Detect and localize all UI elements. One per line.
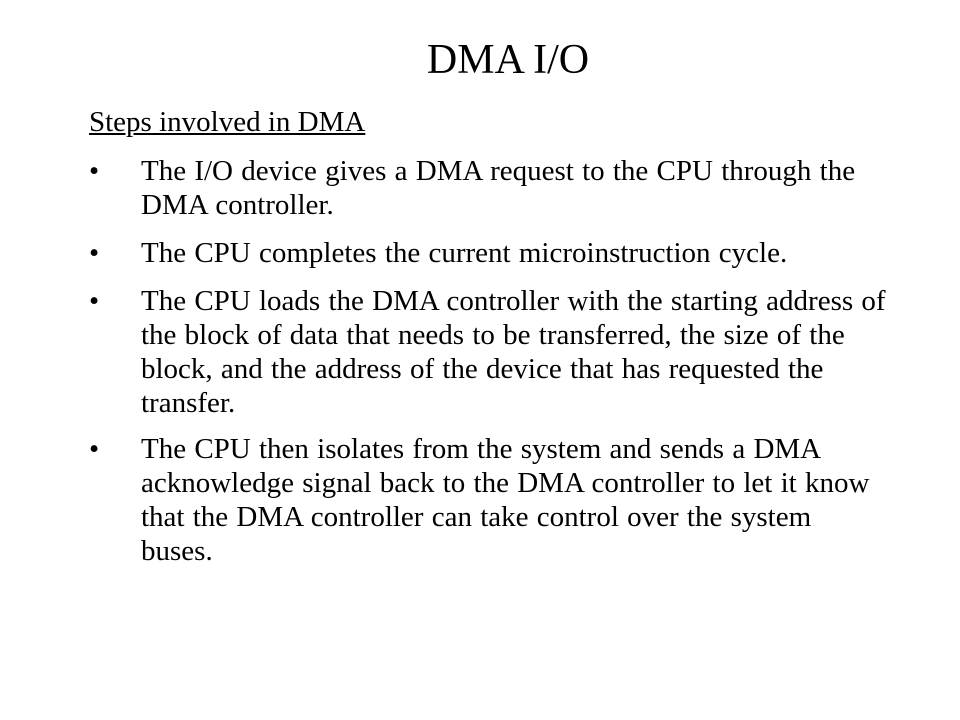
bullet-item: • The CPU loads the DMA controller with …: [89, 284, 889, 420]
bullet-text: The CPU then isolates from the system an…: [141, 433, 870, 567]
bullet-marker: •: [89, 237, 100, 269]
bullet-marker: •: [89, 285, 100, 317]
bullet-item: • The CPU then isolates from the system …: [89, 432, 889, 568]
bullet-item: • The CPU completes the current microins…: [89, 236, 889, 270]
section-subheading: Steps involved in DMA: [89, 106, 366, 138]
bullet-text: The CPU completes the current microinstr…: [141, 237, 788, 269]
bullet-item: • The I/O device gives a DMA request to …: [89, 154, 889, 222]
bullet-marker: •: [89, 155, 100, 187]
bullet-text: The CPU loads the DMA controller with th…: [141, 285, 886, 419]
bullet-text: The I/O device gives a DMA request to th…: [141, 155, 856, 221]
bullet-marker: •: [89, 433, 100, 465]
bullet-list: • The I/O device gives a DMA request to …: [89, 154, 889, 582]
slide-title: DMA I/O: [426, 37, 590, 83]
